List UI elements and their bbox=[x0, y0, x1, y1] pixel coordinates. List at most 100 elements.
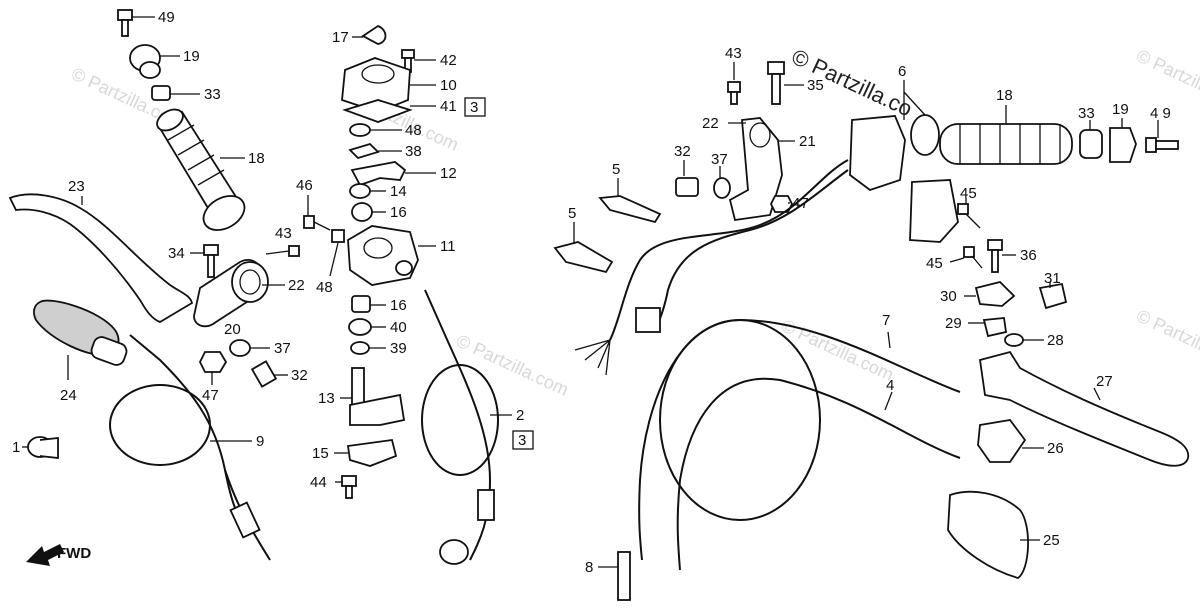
callout-20: 20 bbox=[224, 321, 241, 338]
part-5-clamp-lower bbox=[553, 241, 614, 274]
callout-45: 45 bbox=[960, 185, 977, 202]
part-48-nut bbox=[331, 229, 345, 243]
part-47-nut bbox=[198, 351, 228, 373]
part-27-lever bbox=[978, 350, 1190, 467]
callout-18: 18 bbox=[996, 87, 1013, 104]
callout-10: 10 bbox=[440, 77, 457, 94]
part-12-arm bbox=[350, 161, 407, 187]
part-39-washer bbox=[350, 341, 370, 355]
callout-8: 8 bbox=[585, 559, 593, 576]
part-47-nut-right bbox=[769, 195, 794, 213]
part-4-cable bbox=[676, 377, 961, 571]
part-49-bolt-right bbox=[1145, 137, 1179, 153]
callout-27: 27 bbox=[1096, 373, 1113, 390]
callout-40: 40 bbox=[390, 319, 407, 336]
part-8-spring bbox=[617, 551, 631, 601]
part-44-bolt bbox=[341, 475, 357, 499]
part-16-seal-upper bbox=[351, 202, 373, 222]
part-45-screw bbox=[963, 246, 983, 269]
part-7-cable bbox=[638, 318, 961, 561]
part-32-bolt-right bbox=[675, 177, 699, 197]
callout-23: 23 bbox=[68, 178, 85, 195]
callout-32: 32 bbox=[674, 143, 691, 160]
part-29-spring bbox=[982, 317, 1008, 338]
callout-5: 5 bbox=[612, 161, 620, 178]
callout-46: 46 bbox=[296, 177, 313, 194]
callout-1: 1 bbox=[12, 439, 20, 456]
part-37-washer bbox=[229, 339, 251, 357]
part-5-clamp-upper bbox=[598, 195, 662, 224]
callout-16: 16 bbox=[390, 297, 407, 314]
callout-47: 47 bbox=[202, 387, 219, 404]
part-43-screw-right bbox=[727, 81, 741, 105]
callout-21: 21 bbox=[799, 133, 816, 150]
callout-35: 35 bbox=[807, 77, 824, 94]
part-18-grip-right bbox=[939, 123, 1073, 165]
callout-4: 4 bbox=[886, 377, 894, 394]
part-13-throttle-lever bbox=[349, 367, 406, 426]
part-33-collar bbox=[151, 85, 171, 101]
callout-32: 32 bbox=[291, 367, 308, 384]
callout-49: 49 bbox=[158, 9, 175, 26]
part-18-grip bbox=[156, 108, 246, 231]
part-23-lever bbox=[8, 193, 194, 324]
callout-28: 28 bbox=[1047, 332, 1064, 349]
part-40-washer bbox=[348, 318, 372, 336]
part-15-bracket bbox=[346, 438, 398, 467]
part-30-bracket bbox=[974, 281, 1016, 307]
ref-box-3 bbox=[464, 97, 486, 117]
callout-33: 33 bbox=[1078, 105, 1095, 122]
part-10-cover bbox=[341, 57, 411, 113]
part-45-screw bbox=[957, 203, 981, 229]
part-11-housing bbox=[347, 225, 419, 286]
part-17-cap bbox=[361, 24, 387, 45]
part-28-nut bbox=[1004, 333, 1024, 347]
part-20-22-holder bbox=[193, 259, 269, 328]
callout-38: 38 bbox=[405, 143, 422, 160]
callout-2: 2 bbox=[516, 407, 524, 424]
callout-29: 29 bbox=[945, 315, 962, 332]
ref-box-3 bbox=[512, 430, 534, 450]
callout-42: 42 bbox=[440, 52, 457, 69]
callout-3: 3 bbox=[518, 432, 526, 449]
callout-7: 7 bbox=[882, 312, 890, 329]
callout-45: 45 bbox=[926, 255, 943, 272]
fwd-arrow: FWD bbox=[26, 544, 91, 566]
callout-19: 19 bbox=[1112, 101, 1129, 118]
part-24-mirror bbox=[33, 299, 128, 366]
part-48-nut-center bbox=[349, 123, 371, 137]
callout-48: 48 bbox=[405, 122, 422, 139]
part-33-collar-right bbox=[1079, 129, 1103, 159]
part-46-screw bbox=[303, 215, 331, 231]
callout-3: 3 bbox=[470, 99, 478, 116]
part-26-holder bbox=[977, 419, 1027, 463]
callout-41: 41 bbox=[440, 98, 457, 115]
callout-31: 31 bbox=[1044, 270, 1061, 287]
callout-12: 12 bbox=[440, 165, 457, 182]
callout-17: 17 bbox=[332, 29, 349, 46]
switch-lower-housing bbox=[909, 179, 959, 243]
part-19-bar-end bbox=[129, 44, 161, 79]
part-34-bolt bbox=[203, 244, 219, 278]
part-16-seal-lower bbox=[351, 295, 371, 313]
callout-26: 26 bbox=[1047, 440, 1064, 457]
fwd-label: FWD bbox=[57, 545, 91, 562]
part-25-boot bbox=[947, 490, 1029, 579]
part-36-bolt bbox=[987, 239, 1003, 273]
part-19-bar-end-right bbox=[1109, 127, 1137, 163]
part-41-gasket bbox=[342, 99, 413, 123]
callout-15: 15 bbox=[312, 445, 329, 462]
callout-43: 43 bbox=[275, 225, 292, 242]
part-32-bolt bbox=[250, 360, 278, 388]
callout-14: 14 bbox=[390, 183, 407, 200]
part-49-bolt bbox=[117, 9, 133, 37]
callout-16: 16 bbox=[390, 204, 407, 221]
callout-39: 39 bbox=[390, 340, 407, 357]
connector bbox=[635, 307, 661, 333]
callout-30: 30 bbox=[940, 288, 957, 305]
callout-47: 47 bbox=[792, 195, 809, 212]
part-38-plate bbox=[348, 142, 380, 160]
callout-5: 5 bbox=[568, 205, 576, 222]
callout-25: 25 bbox=[1043, 532, 1060, 549]
